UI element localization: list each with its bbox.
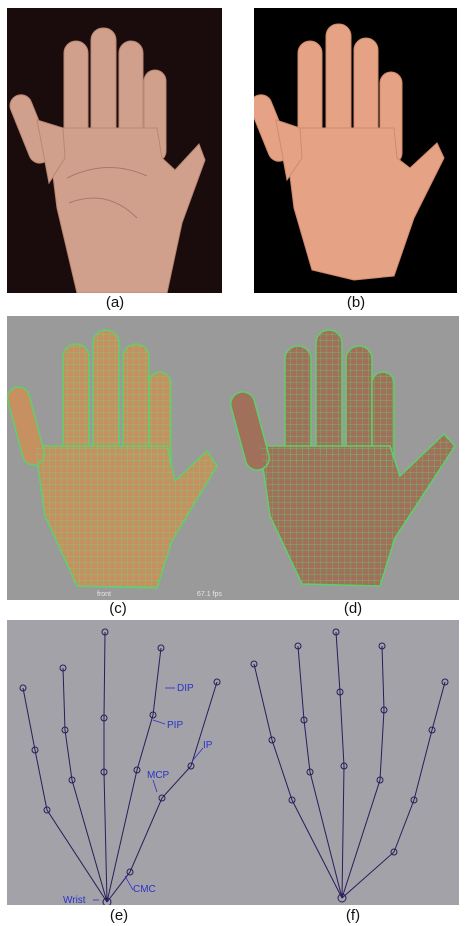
label-wrist: Wrist (63, 895, 86, 905)
viewport-camera-label: front (97, 591, 111, 598)
viewport-fps-label: 67.1 fps (197, 591, 222, 598)
caption-e: (e) (69, 907, 169, 924)
skeleton-labeled: DIP PIP MCP IP CMC Wrist (7, 620, 232, 905)
label-cmc: CMC (133, 884, 156, 895)
caption-d: (d) (303, 600, 403, 617)
hand-photo-b (254, 8, 457, 293)
caption-b: (b) (306, 294, 406, 311)
label-pip: PIP (167, 720, 183, 731)
caption-c: (c) (68, 600, 168, 617)
hand-photo-a (7, 8, 222, 293)
mesh-front-viewport: front 67.1 fps (7, 316, 230, 600)
mesh-hand-d (230, 316, 459, 600)
photo-original (7, 8, 222, 293)
photo-segmented (254, 8, 457, 293)
caption-a: (a) (65, 294, 165, 311)
skeleton-plain (232, 620, 459, 905)
caption-f: (f) (303, 907, 403, 924)
label-ip: IP (203, 740, 213, 751)
label-dip: DIP (177, 683, 194, 694)
skeleton-e: DIP PIP MCP IP CMC Wrist (7, 620, 232, 905)
mesh-hand-c: front 67.1 fps (7, 316, 230, 600)
skeleton-f (232, 620, 459, 905)
label-mcp: MCP (147, 770, 170, 781)
mesh-textured-viewport (230, 316, 459, 600)
